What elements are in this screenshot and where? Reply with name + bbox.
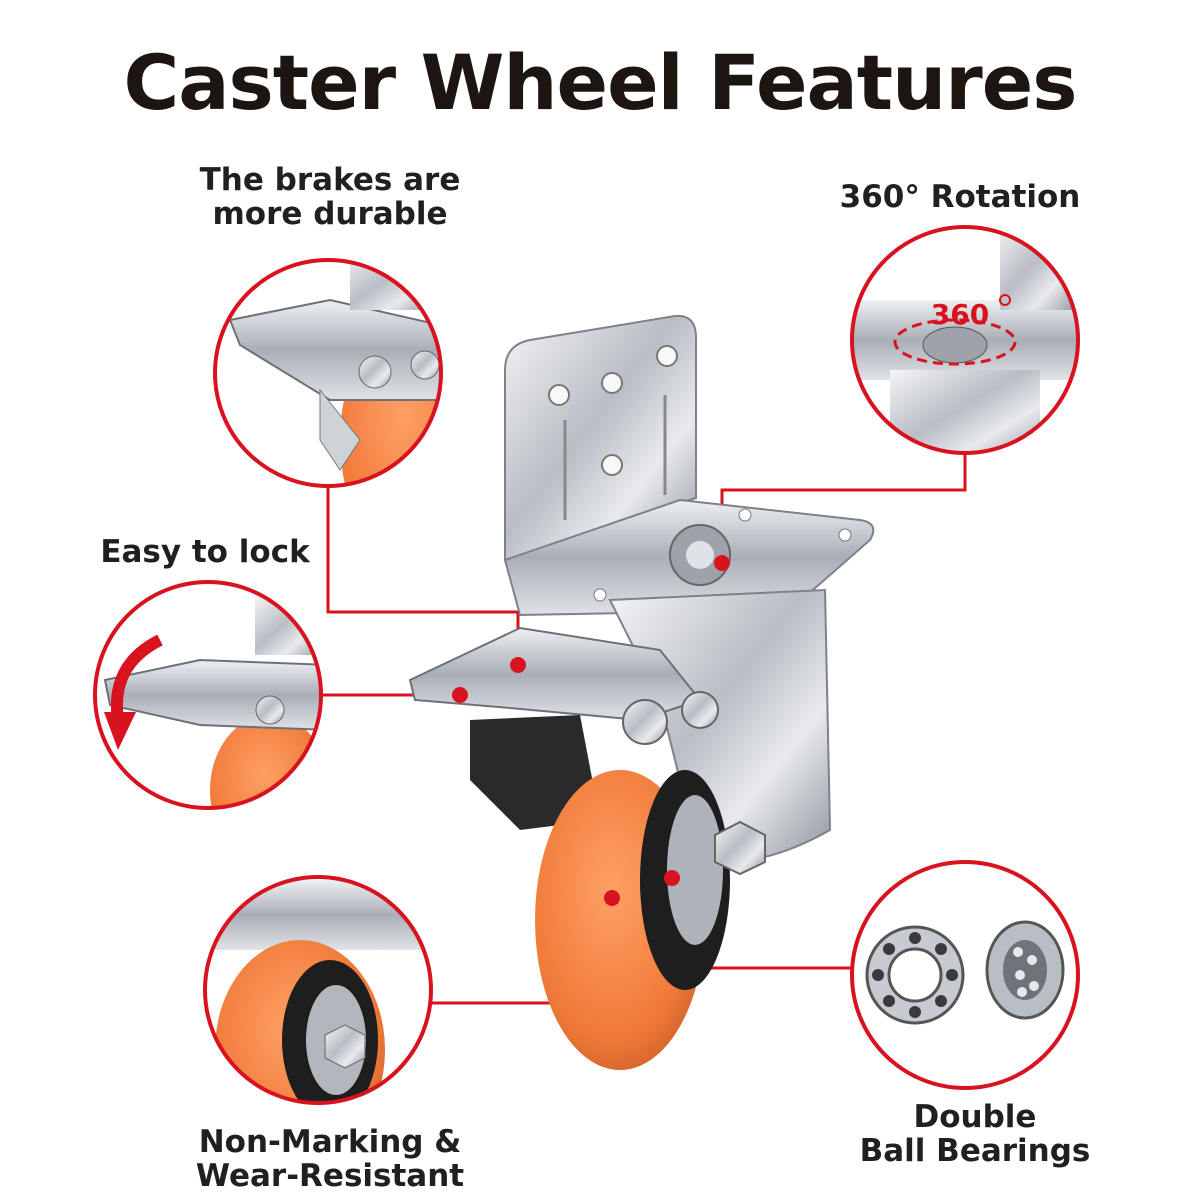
rotation-label-text: 360° Rotation: [839, 179, 1081, 215]
lock-feature-label: Easy to lock: [90, 535, 320, 569]
brakes-label-line1: The brakes are: [199, 162, 461, 198]
rotation-detail-circle: 360: [850, 225, 1080, 455]
wheel-detail-circle: [203, 875, 433, 1105]
brakes-label-line2: more durable: [212, 196, 448, 232]
bearings-detail-circle: [850, 860, 1080, 1090]
wheel-label-line2: Wear-Resistant: [195, 1158, 465, 1194]
lock-arrow-icon: [104, 712, 136, 750]
bearings-label-line1: Double: [913, 1099, 1037, 1135]
wheel-label-line1: Non-Marking &: [198, 1124, 462, 1160]
rotation-badge-text: 360: [931, 298, 989, 331]
bearings-label-line2: Ball Bearings: [859, 1133, 1091, 1169]
brake-connector: [326, 486, 520, 665]
page-title: Caster Wheel Features: [123, 38, 1077, 127]
lock-label-text: Easy to lock: [100, 534, 310, 570]
lock-detail-circle: [93, 580, 323, 810]
brake-detail-circle: [213, 258, 443, 488]
rotation-feature-label: 360° Rotation: [830, 180, 1090, 214]
brakes-feature-label: The brakes are more durable: [190, 163, 470, 231]
wheel-feature-label: Non-Marking & Wear-Resistant: [180, 1125, 480, 1193]
caster-wheel-image: [408, 314, 875, 1070]
bearing-icon: [865, 920, 1065, 1025]
bearings-feature-label: Double Ball Bearings: [850, 1100, 1100, 1168]
